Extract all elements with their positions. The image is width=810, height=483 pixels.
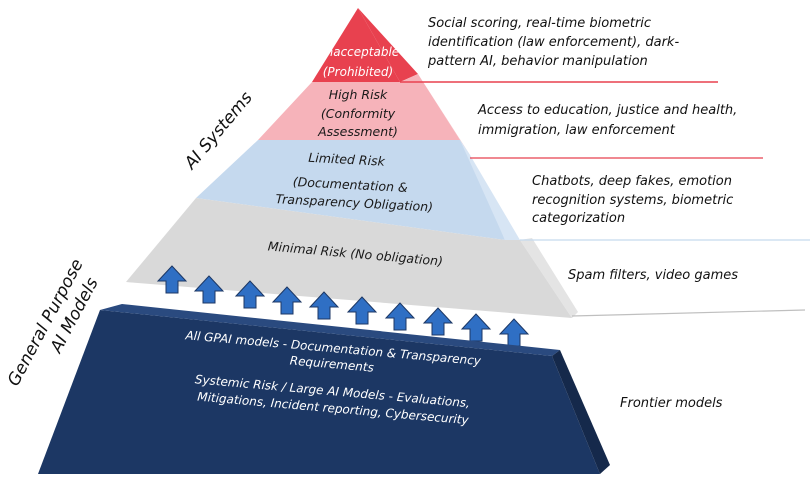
arrow-up-icon [384, 302, 416, 331]
tier-minimal-front [126, 198, 572, 318]
tier-high-side [418, 74, 470, 155]
desc-high-1: Access to education, justice and health, [477, 103, 737, 118]
tier-gpai-side [552, 350, 610, 474]
desc-unacceptable-1: Social scoring, real-time biometric [428, 16, 651, 31]
tier-limited-side [460, 140, 520, 240]
arrow-up-icon [460, 313, 492, 342]
tier-high-front [258, 74, 460, 140]
tier-high-sublabel-2: Assessment) [317, 124, 398, 139]
tier-gpai-front [38, 310, 600, 474]
arrow-up-icon [234, 280, 266, 309]
arrow-up-icon [346, 296, 378, 325]
upward-arrows [156, 265, 530, 347]
tier-limited-front [196, 140, 505, 240]
tier-unacceptable-sublabel: (Prohibited) [323, 65, 393, 79]
arrow-up-icon [422, 307, 454, 336]
tier-high-label: High Risk [329, 87, 388, 102]
arrow-up-icon [193, 275, 225, 304]
desc-high-2: immigration, law enforcement [478, 123, 676, 138]
tier-unacceptable-label: Unacceptable [317, 45, 399, 59]
desc-unacceptable-2: identification (law enforcement), dark- [428, 35, 679, 50]
connector-minimal [571, 309, 806, 317]
tier-minimal-side [520, 238, 578, 318]
tier-high-sublabel: (Conformity [321, 106, 396, 121]
desc-unacceptable-3: pattern AI, behavior manipulation [427, 54, 648, 69]
arrow-up-icon [308, 291, 340, 320]
arrow-up-icon [498, 318, 530, 347]
desc-limited-3: categorization [532, 211, 625, 226]
desc-limited-1: Chatbots, deep fakes, emotion [532, 174, 732, 189]
tier-limited-sublabel: (Documentation & [292, 174, 408, 195]
tier-unacceptable-front [312, 8, 400, 82]
tier-gpai-top [100, 304, 560, 356]
desc-minimal-1: Spam filters, video games [568, 268, 738, 283]
arrow-up-icon [271, 286, 303, 315]
desc-gpai-1: Frontier models [620, 396, 723, 411]
tier-limited-label: Limited Risk [308, 150, 386, 169]
desc-limited-2: recognition systems, biometric [532, 193, 733, 208]
tier-unacceptable-side [358, 8, 418, 82]
arrow-up-icon [156, 265, 188, 294]
